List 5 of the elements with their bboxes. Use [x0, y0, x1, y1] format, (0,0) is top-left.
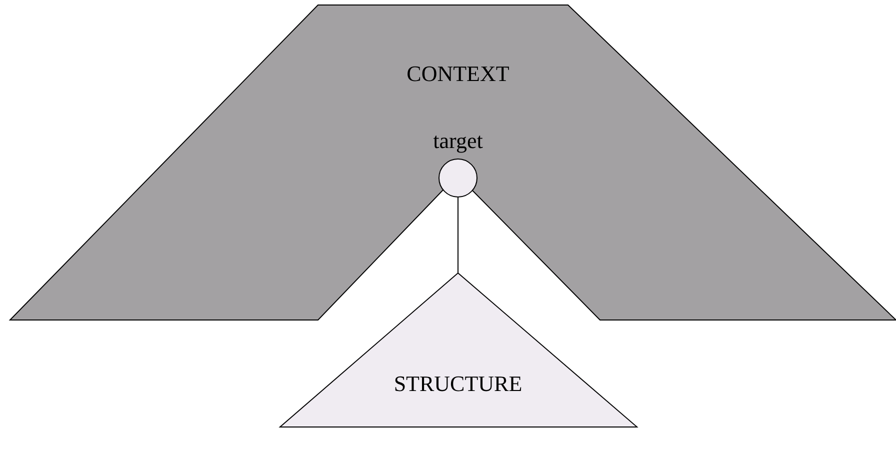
region-label: CONTEXT: [406, 63, 510, 85]
shape-label: STRUCTURE: [394, 373, 522, 395]
node-label: target: [433, 130, 483, 152]
context-band: [10, 5, 896, 321]
structure-triangle: [280, 273, 637, 428]
